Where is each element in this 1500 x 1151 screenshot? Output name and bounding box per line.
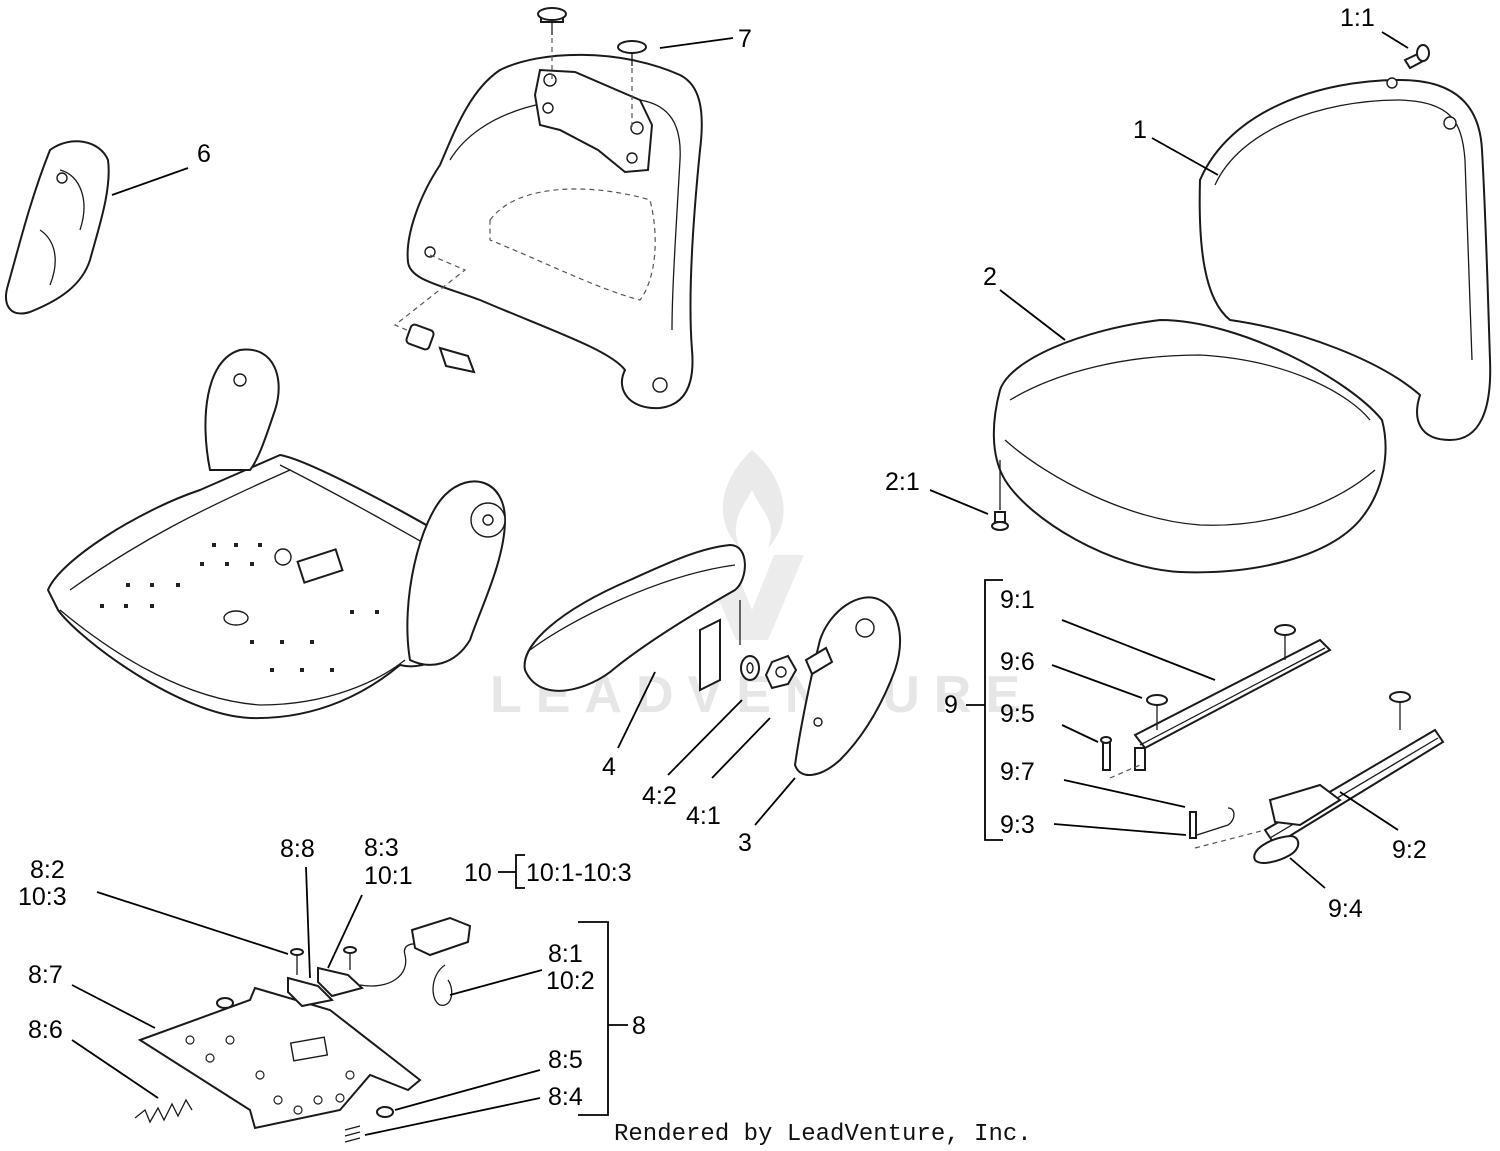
seat-slide-rails (1100, 624, 1445, 864)
callout-8-3: 8:3 (364, 834, 399, 862)
callout-labels: 1:1 1 2 2:1 3 4 4:1 4:2 6 7 8 8:1 8:2 8:… (18, 4, 1427, 1111)
armrest-bracket (793, 596, 901, 776)
side-cover-6 (5, 140, 110, 315)
armrest (523, 543, 798, 692)
callout-10-1: 10:1 (364, 862, 413, 890)
callout-9-4: 9:4 (1328, 895, 1363, 923)
callout-9-7: 9:7 (1000, 758, 1035, 786)
callout-8-7: 8:7 (28, 961, 63, 989)
callout-10-2: 10:2 (546, 967, 595, 995)
seat-back-pan (393, 7, 703, 410)
callout-2: 2 (983, 263, 997, 291)
callout-8: 8 (632, 1012, 646, 1040)
callout-9-5: 9:5 (1000, 700, 1035, 728)
complete-seat (991, 44, 1492, 574)
callout-6: 6 (197, 140, 211, 168)
callout-9: 9 (944, 691, 958, 719)
callout-7: 7 (738, 25, 752, 53)
callout-1-1: 1:1 (1340, 4, 1375, 32)
callout-9-1: 9:1 (1000, 586, 1035, 614)
callout-10-3: 10:3 (18, 883, 67, 911)
leader-lines (71, 31, 1409, 1136)
callout-8-4: 8:4 (548, 1083, 583, 1111)
callout-10-range: 10:1-10:3 (526, 859, 632, 887)
callout-4-2: 4:2 (642, 782, 677, 810)
callout-4-1: 4:1 (686, 802, 721, 830)
callout-3: 3 (738, 829, 752, 857)
seat-switch-plate (134, 916, 472, 1143)
callout-2-1: 2:1 (885, 468, 920, 496)
callout-9-3: 9:3 (1000, 811, 1035, 839)
callout-8-1: 8:1 (548, 940, 583, 968)
callout-8-5: 8:5 (548, 1046, 583, 1074)
callout-9-6: 9:6 (1000, 648, 1035, 676)
callout-8-8: 8:8 (280, 835, 315, 863)
callout-8-6: 8:6 (28, 1016, 63, 1044)
rendered-by-credit: Rendered by LeadVenture, Inc. (614, 1121, 1032, 1148)
callout-4: 4 (602, 753, 616, 781)
callout-1: 1 (1133, 116, 1147, 144)
seat-pan (46, 348, 507, 720)
callout-10: 10 (464, 859, 492, 887)
callout-9-2: 9:2 (1392, 836, 1427, 864)
callout-8-2: 8:2 (30, 856, 65, 884)
seat-pan-holes (100, 543, 379, 672)
watermark-flame-icon (722, 450, 784, 548)
